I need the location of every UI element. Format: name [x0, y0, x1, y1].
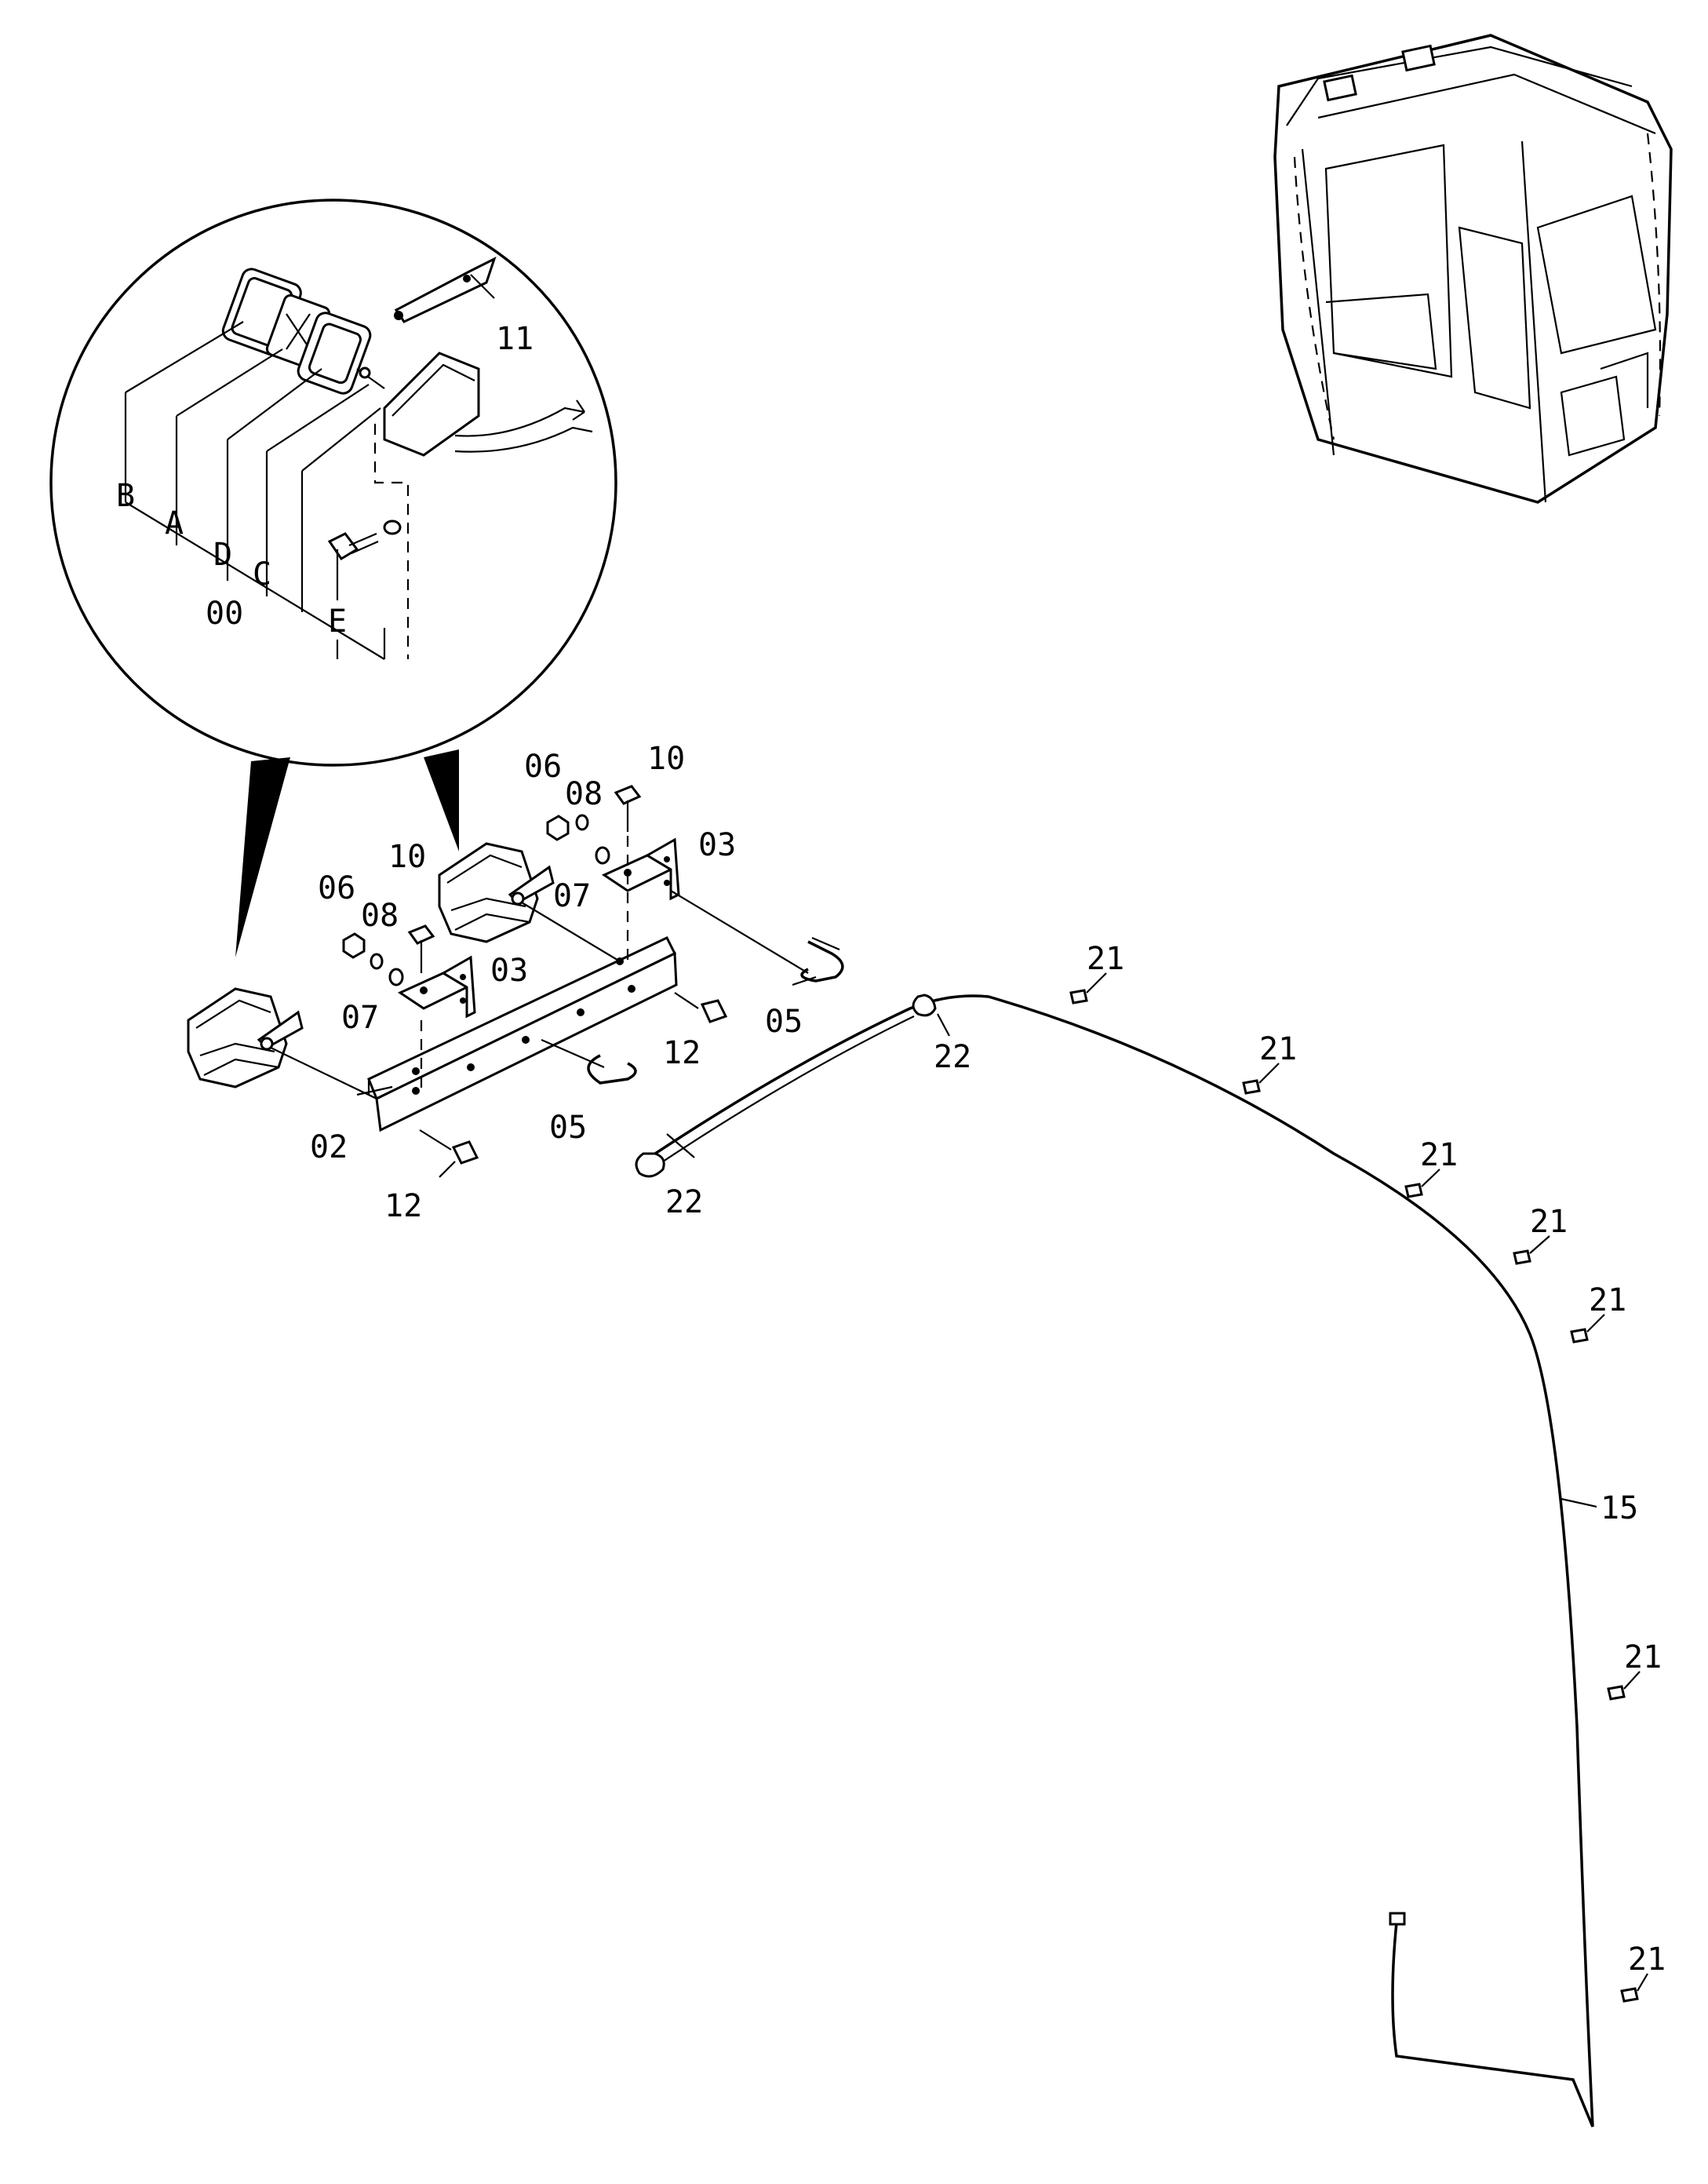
label-06-top: 06 [524, 749, 562, 785]
work-lamp-icon [187, 987, 377, 1099]
bracket-03-left [397, 955, 476, 1019]
label-07-top: 07 [553, 878, 591, 914]
label-inset-c: C [253, 556, 271, 592]
label-05-bottom: 05 [549, 1110, 587, 1146]
label-inset-d: D [213, 537, 232, 573]
lamp-lens-frames [221, 268, 372, 395]
label-21-5: 21 [1589, 1282, 1626, 1318]
label-inset-00: 00 [206, 596, 243, 632]
work-lamp-icon [356, 352, 593, 457]
detail-inset [49, 199, 617, 957]
label-05-top: 05 [765, 1004, 803, 1040]
work-lamp-icon [438, 842, 621, 962]
cable-clip-icon [635, 994, 937, 1178]
label-08-left: 08 [361, 898, 399, 934]
bracket-03-right [601, 837, 680, 901]
clip-21-group [1069, 972, 1648, 2003]
label-inset-11: 11 [496, 321, 534, 357]
lamp-bracket-11 [394, 257, 497, 323]
label-21-7: 21 [1628, 1942, 1666, 1978]
label-inset-b: B [116, 478, 135, 514]
fastener-group-top [546, 785, 642, 961]
label-inset-e: E [328, 603, 347, 640]
label-15: 15 [1601, 1490, 1638, 1526]
excavator-cab-icon [1273, 34, 1673, 504]
label-21-3: 21 [1420, 1137, 1458, 1173]
mounting-bar-02 [367, 936, 678, 1132]
bolt-12-right [674, 992, 728, 1023]
label-21-2: 21 [1259, 1031, 1297, 1067]
fastener-group-left [342, 924, 435, 1091]
bolt-e [327, 520, 402, 561]
label-10-top: 10 [647, 741, 685, 777]
label-12-right: 12 [663, 1035, 701, 1071]
label-06-left: 06 [318, 870, 355, 906]
label-07-left: 07 [341, 1000, 379, 1036]
label-22-bottom: 22 [665, 1184, 703, 1220]
label-02: 02 [310, 1129, 348, 1165]
bolt-12-bottom [419, 1129, 479, 1165]
label-12-bottom: 12 [384, 1188, 422, 1224]
label-03-left: 03 [490, 953, 528, 989]
label-21-6: 21 [1624, 1639, 1662, 1675]
u-bolt-05-top [670, 890, 844, 983]
label-08-top: 08 [565, 776, 603, 812]
label-10-left: 10 [388, 839, 426, 875]
label-21-4: 21 [1530, 1204, 1568, 1240]
u-bolt-05-bottom [541, 1038, 637, 1085]
label-inset-a: A [165, 505, 184, 541]
label-03-top: 03 [698, 827, 736, 863]
label-21-1: 21 [1087, 941, 1124, 977]
label-22-top: 22 [934, 1039, 971, 1075]
